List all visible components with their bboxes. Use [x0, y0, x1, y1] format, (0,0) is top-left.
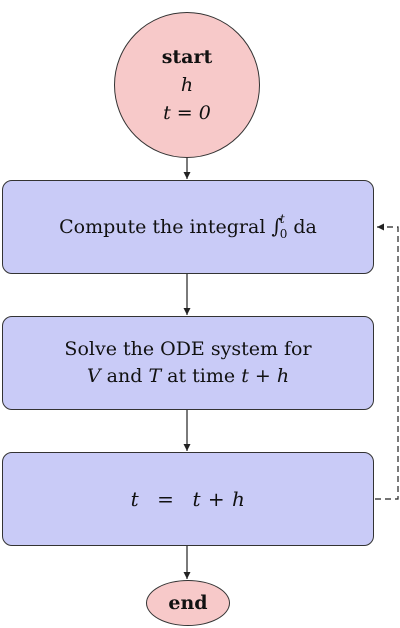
ode-step-box: Solve the ODE system for V and T at time…: [2, 316, 374, 410]
update-equation: t = t + h: [131, 487, 246, 511]
update-equals: =: [157, 487, 175, 511]
update-rhs-plus: +: [207, 487, 226, 511]
start-step-h: h: [180, 74, 194, 96]
ode-var-v: V: [86, 365, 101, 387]
integral-step-box: Compute the integral ∫t0 da: [2, 180, 374, 274]
update-rhs-h: h: [231, 487, 246, 511]
ode-and: and: [106, 365, 143, 387]
update-rhs-t: t: [192, 487, 201, 511]
integral-sign: ∫: [271, 213, 282, 238]
ode-expr-t: t: [241, 365, 249, 387]
ode-expr-plus: +: [254, 365, 271, 387]
ode-step-line1: Solve the ODE system for: [64, 338, 312, 360]
update-step-box: t = t + h: [2, 452, 374, 546]
integral-expression: ∫t0: [271, 211, 288, 242]
integral-integrand: da: [293, 216, 317, 238]
ode-var-t: T: [148, 365, 162, 387]
loop-back-dashed-arrow: [375, 223, 399, 500]
ode-step-line2: V and T at time t + h: [87, 363, 289, 390]
integral-lower-limit: 0: [279, 226, 288, 241]
start-title: start: [161, 46, 213, 68]
start-node: start h t = 0: [114, 12, 260, 158]
ode-at-time: at time: [167, 365, 236, 387]
ode-expr-h: h: [276, 365, 290, 387]
integrand-text: da: [293, 215, 317, 238]
start-init-t: t = 0: [163, 102, 211, 124]
integral-step-content: Compute the integral ∫t0 da: [59, 211, 317, 242]
end-title: end: [168, 592, 208, 614]
integral-upper-limit: t: [279, 211, 285, 226]
end-node: end: [146, 580, 230, 626]
integral-step-label: Compute the integral: [59, 215, 266, 238]
update-lhs: t: [130, 487, 140, 511]
